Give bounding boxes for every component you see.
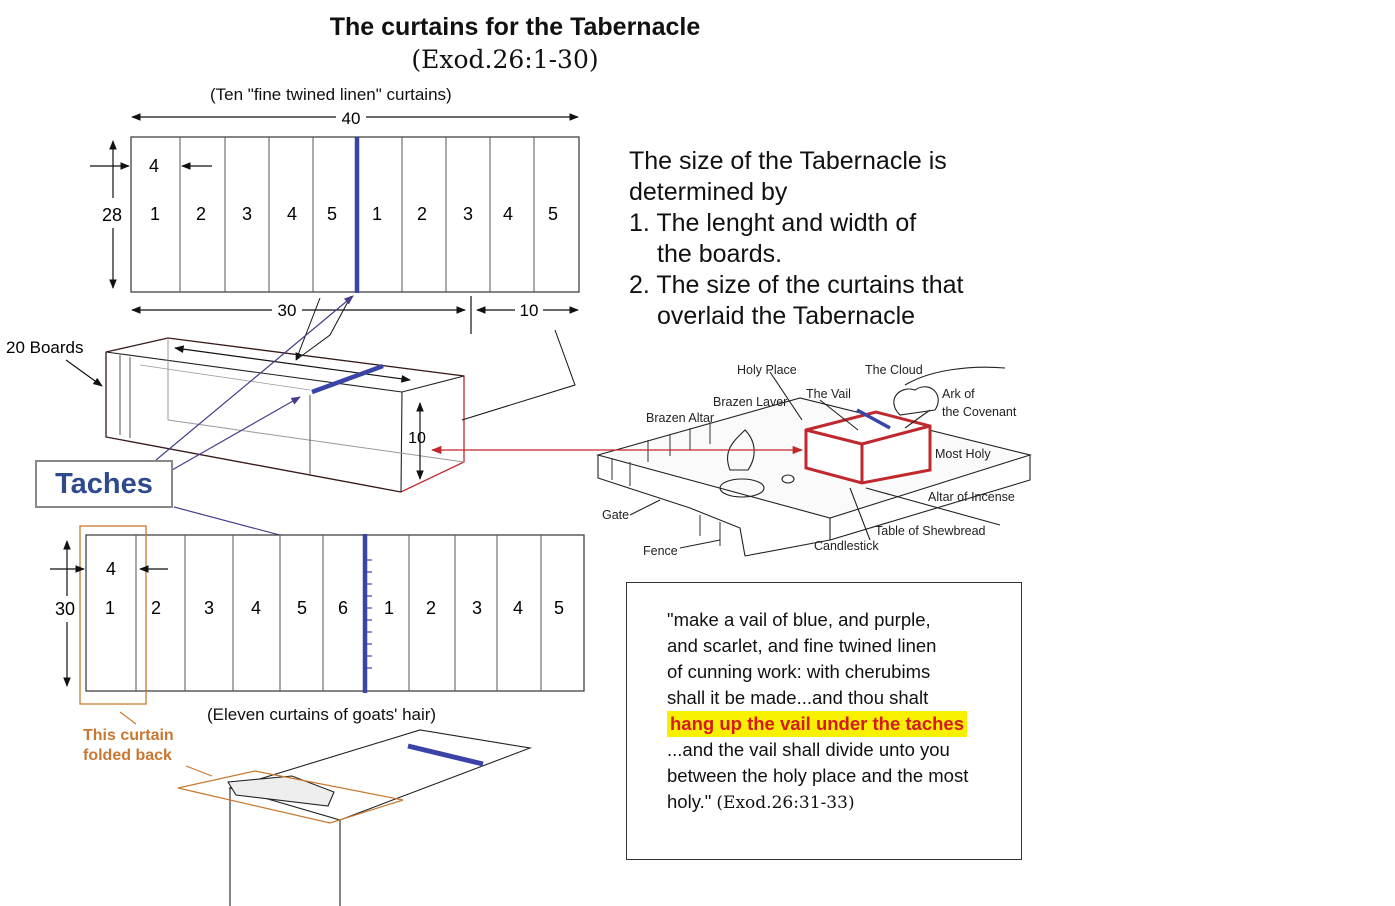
svg-text:The Vail: The Vail (806, 387, 851, 401)
svg-text:30: 30 (278, 301, 297, 320)
svg-text:1: 1 (105, 598, 115, 618)
svg-text:3: 3 (242, 204, 252, 224)
svg-text:2: 2 (426, 598, 436, 618)
size-item-1: 1. The lenght and width of (629, 209, 917, 237)
quote-highlight: hang up the vail under the taches (667, 711, 967, 737)
quote-line: and scarlet, and fine twined linen (667, 635, 937, 656)
boards-box (105, 337, 465, 493)
svg-text:10: 10 (408, 430, 426, 447)
svg-text:Gate: Gate (602, 508, 629, 522)
scripture-quote-box: "make a vail of blue, and purple, and sc… (626, 582, 1022, 860)
svg-text:1: 1 (384, 598, 394, 618)
linen-curtains-panel: 40 28 4 30 10 1 2 3 4 5 1 2 3 4 5 (90, 109, 580, 334)
svg-text:40: 40 (342, 109, 361, 128)
goats-hair-panel: 30 4 1 2 3 4 5 6 1 2 3 4 5 (50, 525, 585, 705)
size-item-2: 2. The size of the curtains that (629, 271, 964, 299)
svg-text:1: 1 (372, 204, 382, 224)
taches-label: Taches (35, 460, 173, 508)
svg-text:Brazen Altar: Brazen Altar (646, 411, 714, 425)
svg-text:3: 3 (472, 598, 482, 618)
quote-line: shall it be made...and thou shalt (667, 687, 929, 708)
svg-text:5: 5 (327, 204, 337, 224)
svg-text:2: 2 (151, 598, 161, 618)
folded-curtain-box (119, 711, 533, 906)
svg-text:4: 4 (149, 156, 159, 176)
svg-text:5: 5 (548, 204, 558, 224)
scripture-quote: "make a vail of blue, and purple, and sc… (667, 607, 1007, 816)
svg-text:4: 4 (503, 204, 513, 224)
quote-line: between the holy place and the most (667, 765, 969, 786)
svg-text:Table of Shewbread: Table of Shewbread (875, 524, 986, 538)
size-item-1b: the boards. (657, 240, 783, 268)
svg-text:Ark of: Ark of (942, 387, 975, 401)
size-heading: The size of the Tabernacle is determined… (629, 147, 947, 206)
quote-line: holy." (667, 791, 712, 812)
svg-text:10: 10 (520, 301, 539, 320)
svg-text:2: 2 (196, 204, 206, 224)
svg-text:4: 4 (251, 598, 261, 618)
svg-text:5: 5 (297, 598, 307, 618)
tabernacle-court (595, 366, 1033, 557)
folded-curtain-highlight (79, 525, 147, 705)
size-explanation: The size of the Tabernacle is determined… (629, 146, 1009, 332)
page-title: The curtains for the Tabernacle (329, 13, 701, 41)
svg-text:the Covenant: the Covenant (942, 405, 1017, 419)
svg-text:4: 4 (513, 598, 523, 618)
size-item-2b: overlaid the Tabernacle (657, 302, 916, 330)
svg-text:Holy Place: Holy Place (737, 363, 797, 377)
goats-hair-caption: (Eleven curtains of goats' hair) (207, 705, 437, 724)
quote-reference: (Exod.26:31-33) (716, 793, 855, 813)
svg-text:2: 2 (417, 204, 427, 224)
folded-note: This curtain folded back (83, 727, 174, 764)
svg-text:20 Boards: 20 Boards (6, 338, 84, 357)
linen-caption: (Ten "fine twined linen" curtains) (210, 85, 452, 104)
svg-text:Brazen Laver: Brazen Laver (713, 395, 787, 409)
quote-line: ...and the vail shall divide unto you (667, 739, 950, 760)
svg-text:4: 4 (287, 204, 297, 224)
box-taches-line (311, 363, 384, 395)
quote-line: "make a vail of blue, and purple, (667, 609, 931, 630)
svg-text:1: 1 (150, 204, 160, 224)
quote-line: of cunning work: with cherubims (667, 661, 931, 682)
svg-text:4: 4 (106, 559, 116, 579)
svg-text:28: 28 (102, 205, 122, 225)
svg-text:Altar of Incense: Altar of Incense (928, 490, 1015, 504)
svg-text:The Cloud: The Cloud (865, 363, 923, 377)
svg-text:Most Holy: Most Holy (935, 447, 991, 461)
svg-text:3: 3 (463, 204, 473, 224)
svg-text:6: 6 (338, 598, 348, 618)
svg-text:Candlestick: Candlestick (814, 539, 879, 553)
folded-taches-line (407, 743, 484, 767)
scripture-reference: (Exod.26:1-30) (411, 45, 599, 74)
svg-text:5: 5 (554, 598, 564, 618)
svg-text:30: 30 (55, 599, 75, 619)
svg-text:3: 3 (204, 598, 214, 618)
svg-text:Fence: Fence (643, 544, 678, 558)
